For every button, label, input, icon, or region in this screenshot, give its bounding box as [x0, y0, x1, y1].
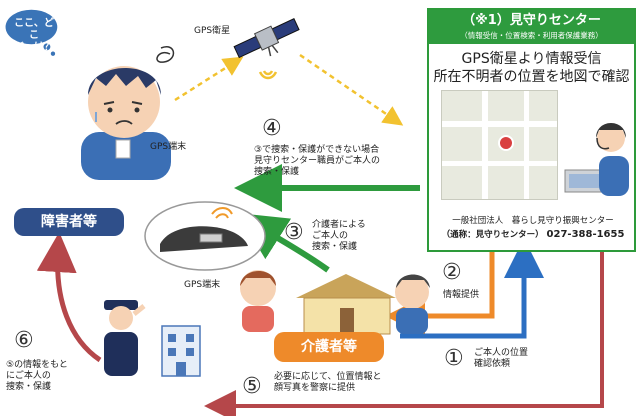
confused-person-illustration [81, 46, 175, 180]
signal-icon [258, 70, 278, 80]
watch-center-header: （※1）見守りセンター （情報受信・位置検索・利用者保護業務） [429, 10, 634, 44]
step3-text: 介護者による ご本人の 捜索・保護 [312, 220, 366, 252]
org-name: 一般社団法人 暮らし見守り振興センター [452, 216, 614, 226]
map-image [441, 90, 558, 200]
police-illustration [104, 300, 201, 377]
step6-text: ⑤の情報をもと にご本人の 捜索・保護 [6, 360, 68, 392]
step4-text: ③で捜索・保護ができない場合 見守りセンター職員がご本人の 捜索・保護 [254, 145, 381, 177]
gps-signal-to-satellite-arrow [174, 56, 244, 102]
step2-arrow [385, 252, 495, 336]
shoe-bubble [144, 201, 266, 271]
org-nickname: （通称：見守りセンター） [441, 230, 544, 240]
watch-center-title: （※1）見守りセンター [462, 13, 601, 28]
node-disabled-person: 障害者等 [14, 208, 124, 236]
watch-center-subtitle: （情報受信・位置検索・利用者保護業務） [460, 31, 603, 40]
caregiver-family-illustration [240, 270, 430, 335]
gps-satellite-label: GPS衛星 [194, 26, 231, 36]
org-phone: 027-388-1655 [546, 229, 625, 240]
step1-arrow [400, 238, 544, 339]
watch-center-line2: 所在不明者の位置を地図で確認 [433, 69, 630, 85]
step4-number: ④ [262, 116, 282, 141]
step2-number: ② [442, 260, 462, 285]
step1-number: ① [444, 346, 464, 371]
step5-arrow [204, 252, 604, 416]
step5-text: 必要に応じて、位置情報と 顔写真を警察に提供 [274, 372, 382, 393]
watch-center-panel: （※1）見守りセンター （情報受信・位置検索・利用者保護業務） GPS衛星より情… [427, 8, 636, 252]
node-caregiver: 介護者等 [274, 332, 384, 362]
watch-center-line1: GPS衛星より情報受信 [461, 51, 602, 67]
satellite-icon [233, 18, 300, 59]
step3-number: ③ [284, 220, 304, 245]
step5-number: ⑤ [242, 374, 262, 399]
gps-terminal-label-shoe: GPS端末 [184, 280, 221, 290]
thought-bubble [5, 9, 58, 56]
gps-satellite-to-center-arrow [299, 53, 404, 126]
step6-number: ⑥ [14, 328, 34, 353]
step6-arrow [36, 232, 102, 363]
gps-terminal-label-person: GPS端末 [150, 142, 187, 152]
step2-text: 情報提供 [443, 290, 480, 300]
thought-bubble-text: ここ、どこ だっけ？ [14, 18, 54, 53]
step1-text: ご本人の位置 確認依頼 [474, 348, 529, 369]
location-pin-icon [498, 135, 514, 151]
operator-illustration [564, 123, 629, 196]
org-contact: （通称：見守りセンター） 027-388-1655 [433, 228, 633, 240]
